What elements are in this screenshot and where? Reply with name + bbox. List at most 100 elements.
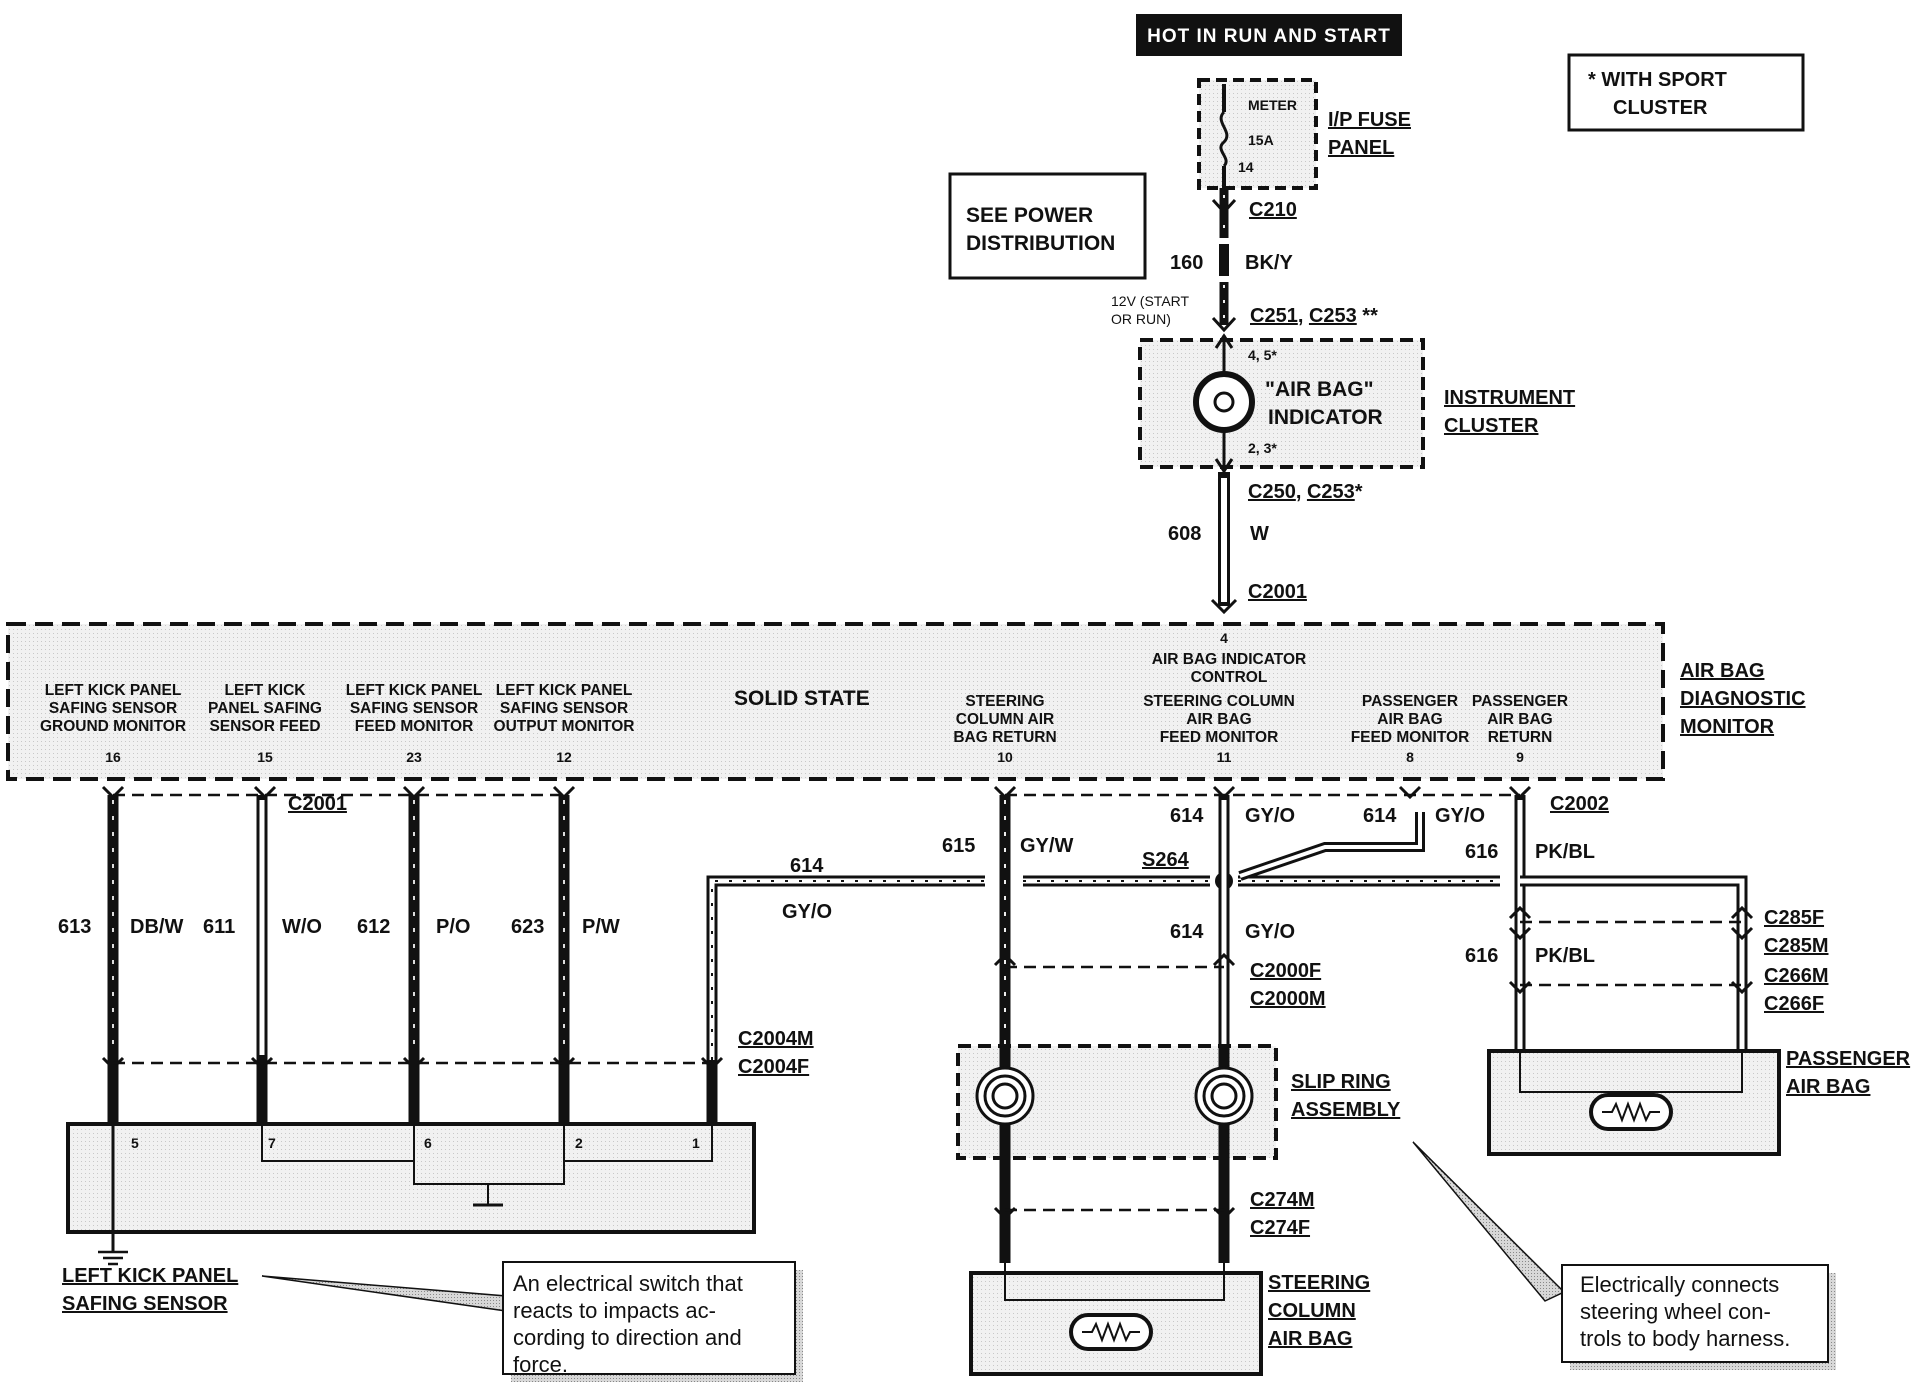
connector-c285f: C285F bbox=[1764, 907, 1824, 929]
ip-fuse-panel: METER 15A 14 I/P FUSE PANEL bbox=[1197, 78, 1411, 190]
connector-c266f: C266F bbox=[1764, 993, 1824, 1015]
terminal-12-function-2: SAFING SENSOR bbox=[500, 700, 628, 717]
fuse-name: METER bbox=[1248, 97, 1297, 113]
fuse-rating: 15A bbox=[1248, 132, 1274, 148]
wire-614-bus: S264 bbox=[1023, 812, 1500, 890]
slip-note-1: Electrically connects bbox=[1580, 1272, 1779, 1297]
terminal-23-function-2: SAFING SENSOR bbox=[350, 700, 478, 717]
connector-c2001-bottom: C2001 bbox=[288, 793, 347, 815]
steering-air-bag-name-1: STEERING bbox=[1268, 1272, 1370, 1294]
connector-c2001-top: C2001 bbox=[1248, 581, 1307, 603]
connector-c2000m: C2000M bbox=[1250, 988, 1326, 1010]
slip-note-2: steering wheel con- bbox=[1580, 1299, 1771, 1324]
steering-air-bag-name-2: COLUMN bbox=[1268, 1300, 1356, 1322]
terminal-8-function-3: FEED MONITOR bbox=[1351, 729, 1470, 746]
terminal-15-function-1: LEFT KICK bbox=[225, 682, 307, 699]
connector-c2004m: C2004M bbox=[738, 1028, 814, 1050]
terminal-12-function-1: LEFT KICK PANEL bbox=[496, 682, 633, 699]
slip-ring-callout: Electrically connects steering wheel con… bbox=[1412, 1141, 1836, 1370]
circuit-612-number: 612 bbox=[357, 916, 390, 938]
circuit-611-color: W/O bbox=[282, 916, 322, 938]
slip-note-3: trols to body harness. bbox=[1580, 1326, 1790, 1351]
cluster-pins-bottom: 2, 3* bbox=[1248, 440, 1277, 456]
terminal-9-function-1: PASSENGER bbox=[1472, 693, 1568, 710]
circuit-623-number: 623 bbox=[511, 916, 544, 938]
power-source-label: HOT IN RUN AND START bbox=[1147, 26, 1391, 47]
power-source-header: HOT IN RUN AND START bbox=[1136, 14, 1402, 56]
circuit-608-number: 608 bbox=[1168, 523, 1201, 545]
slip-ring-assembly: SLIP RING ASSEMBLY bbox=[956, 1044, 1401, 1160]
circuit-160-color: BK/Y bbox=[1245, 252, 1293, 274]
steering-column-air-bag: STEERING COLUMN AIR BAG bbox=[969, 1263, 1370, 1376]
circuit-623-color: P/W bbox=[582, 916, 620, 938]
terminal-pin-11: 11 bbox=[1217, 749, 1232, 765]
voltage-note-1: 12V (START bbox=[1111, 293, 1190, 309]
fuse-panel-name-1: I/P FUSE bbox=[1328, 109, 1411, 131]
fuse-number: 14 bbox=[1238, 159, 1254, 175]
circuit-160-number: 160 bbox=[1170, 252, 1203, 274]
circuit-615-color: GY/W bbox=[1020, 835, 1073, 857]
instrument-cluster-name-1: INSTRUMENT bbox=[1444, 387, 1575, 409]
connector-c2000f: C2000F bbox=[1250, 960, 1321, 982]
monitor-name-3: MONITOR bbox=[1680, 716, 1775, 738]
see-power-distribution-box: SEE POWER DISTRIBUTION bbox=[948, 172, 1147, 280]
circuit-614c-number: 614 bbox=[1363, 805, 1397, 827]
voltage-note-2: OR RUN) bbox=[1111, 311, 1171, 327]
legend-line-1: * WITH SPORT bbox=[1588, 69, 1727, 91]
terminal-10-function-3: BAG RETURN bbox=[953, 729, 1056, 746]
steering-air-bag-name-3: AIR BAG bbox=[1268, 1328, 1352, 1350]
sensor-wires bbox=[101, 795, 724, 1124]
terminal-12-function-3: OUTPUT MONITOR bbox=[494, 718, 635, 735]
terminal-15-function-2: PANEL SAFING bbox=[208, 700, 322, 717]
sensor-pin-2: 2 bbox=[575, 1135, 583, 1151]
terminal-pin-23: 23 bbox=[406, 749, 422, 765]
terminal-11-function-2: AIR BAG bbox=[1186, 711, 1251, 728]
slip-ring-name-2: ASSEMBLY bbox=[1291, 1099, 1401, 1121]
svg-text:C251, C253 **: C251, C253 ** bbox=[1250, 305, 1378, 327]
safing-sensor-name-2: SAFING SENSOR bbox=[62, 1293, 228, 1315]
slip-ring-name-1: SLIP RING bbox=[1291, 1071, 1391, 1093]
connector-c210: C210 bbox=[1249, 199, 1297, 221]
steering-wires: 615 GY/W 614 GY/O 614 GY/O 614 GY/O C200… bbox=[942, 795, 1485, 1263]
monitor-top-function-2: CONTROL bbox=[1191, 669, 1268, 686]
instrument-cluster-name-2: CLUSTER bbox=[1444, 415, 1539, 437]
instrument-cluster: 4, 5* 2, 3* "AIR BAG" INDICATOR INSTRUME… bbox=[1138, 333, 1575, 474]
terminal-pin-15: 15 bbox=[257, 749, 273, 765]
terminal-8-function-1: PASSENGER bbox=[1362, 693, 1458, 710]
sensor-pin-6: 6 bbox=[424, 1135, 432, 1151]
svg-text:C250, C253*: C250, C253* bbox=[1248, 481, 1363, 503]
sensor-pin-7: 7 bbox=[268, 1135, 276, 1151]
indicator-lamp-icon bbox=[1193, 371, 1255, 433]
connector-c210-icon bbox=[1211, 198, 1237, 215]
circuit-614c-color: GY/O bbox=[1435, 805, 1485, 827]
wire-614-left: 614 GY/O bbox=[706, 855, 985, 1065]
terminal-10-function-1: STEERING bbox=[965, 693, 1044, 710]
passenger-air-bag: PASSENGER AIR BAG bbox=[1487, 1048, 1911, 1156]
sensor-pin-5: 5 bbox=[131, 1135, 139, 1151]
terminal-16-function-3: GROUND MONITOR bbox=[40, 718, 186, 735]
sensor-note-4: force. bbox=[513, 1352, 568, 1377]
terminal-16-function-1: LEFT KICK PANEL bbox=[45, 682, 182, 699]
terminal-pin-16: 16 bbox=[105, 749, 121, 765]
terminal-16-function-2: SAFING SENSOR bbox=[49, 700, 177, 717]
safing-sensor-name-1: LEFT KICK PANEL bbox=[62, 1265, 238, 1287]
sensor-pin-1: 1 bbox=[692, 1135, 700, 1151]
circuit-616b-number: 616 bbox=[1465, 945, 1498, 967]
sport-cluster-legend: * WITH SPORT CLUSTER bbox=[1567, 53, 1805, 132]
connector-c251-icon bbox=[1211, 316, 1237, 333]
ground-icon bbox=[98, 1250, 128, 1266]
terminal-9-function-2: AIR BAG bbox=[1487, 711, 1552, 728]
terminal-pin-9: 9 bbox=[1516, 749, 1524, 765]
sensor-note-2: reacts to impacts ac- bbox=[513, 1298, 716, 1323]
connector-c266m: C266M bbox=[1764, 965, 1828, 987]
terminal-9-function-3: RETURN bbox=[1488, 729, 1553, 746]
sensor-note-1: An electrical switch that bbox=[513, 1271, 743, 1296]
terminal-23-function-1: LEFT KICK PANEL bbox=[346, 682, 483, 699]
terminal-pin-10: 10 bbox=[997, 749, 1013, 765]
connector-c2002: C2002 bbox=[1550, 793, 1609, 815]
terminal-15-function-3: SENSOR FEED bbox=[209, 718, 320, 735]
circuit-614b-number: 614 bbox=[1170, 805, 1204, 827]
circuit-614d-color: GY/O bbox=[1245, 921, 1295, 943]
splice-s264: S264 bbox=[1142, 849, 1190, 871]
